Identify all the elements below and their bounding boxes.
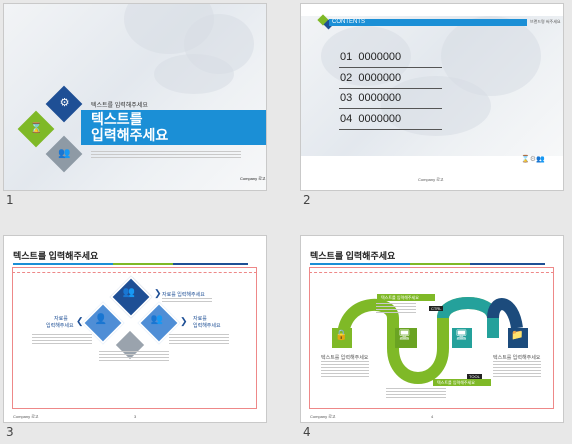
guide-frame [309,267,554,409]
guide-line [12,272,257,273]
slide-title: 텍스트를 입력해주세요 [13,251,99,261]
people-icon: 👥 [122,287,136,298]
slide-title: 텍스트를 입력해주세요 [310,251,396,261]
footer-logo: Company 로고 [13,414,39,419]
slide-thumbnail-4[interactable]: 텍스트를 입력해주세요 🔒 🖥 🖥 📁 텍스트를 입력해주세요 텍스트를 입력해… [301,236,563,422]
company-logo: Company 로고 [240,176,266,181]
slide-number-1: 1 [6,193,14,207]
label-right: 텍스트를 입력해주세요 [493,355,541,361]
toc-item-2: 02 0000000 [340,72,402,84]
desc-lines-right [169,334,229,346]
tag-bottom-label: 텍스트를 입력해주세요 [437,380,475,385]
toc-item-1: 01 0000000 [340,51,402,63]
arrow-right-bottom: ❯ [180,316,188,326]
label-left: 텍스트를 입력해주세요 [321,355,369,361]
badge-tool: TOOL [467,374,482,379]
title-rule-green [113,263,173,265]
background-photo [4,4,266,190]
folder-icon: 📁 [511,330,524,341]
title-band [81,110,266,145]
slide-number-4: 4 [303,425,311,439]
toc-underline-3 [339,108,442,109]
label-right-top: 자료를 입력해주세요 [162,292,205,298]
arrow-left: ❮ [76,316,84,326]
slide-thumbnail-3[interactable]: 텍스트를 입력해주세요 👥 👤 👥 ❯ 자료를 입력해주세요 ❮ 자료를 입력해… [4,236,266,422]
guide-frame [12,267,257,409]
badge-ctrl: CTRL [429,306,444,311]
desc-lines-right [493,361,541,379]
title-rule-navy [173,263,248,265]
screen-icon: 🖥 [455,330,468,341]
label-left-2: 입력해주세요 [46,323,74,329]
footer-logo: Company 로고 [418,177,444,182]
process-wave [332,297,528,384]
desc-lines-left [32,334,92,346]
desc-lines-bottom [99,351,169,363]
title-line-2: 입력해주세요 [91,127,169,143]
subtitle: 텍스트를 입력해주세요 [91,103,148,109]
footer-logo: Company 로고 [310,414,336,419]
body-placeholder [91,151,241,158]
people-icon: 👥 [58,148,71,159]
guide-line [309,272,554,273]
toc-underline-4 [339,129,442,130]
slide-number-3: 3 [6,425,14,439]
gear-icon: ⚙ [59,97,70,109]
label-right-bottom-2: 입력해주세요 [193,323,221,329]
lock-icon: 🔒 [335,330,348,341]
desc-lines-center-bottom [386,388,446,398]
toc-item-3: 03 0000000 [340,92,402,104]
footer-icons: ⌛⚙👥 [521,156,545,163]
contents-header: CONTENTS [332,19,365,25]
label-left-1: 자료를 [54,316,68,322]
background-photo [301,16,563,156]
toc-item-4: 04 0000000 [340,113,402,125]
toc-underline-1 [339,67,442,68]
page-number: 4 [431,414,434,419]
slide-thumbnail-2[interactable]: CONTENTS 브랜드명 써주세요 01 0000000 02 0000000… [301,4,563,190]
title-rule-green [410,263,470,265]
tag-top-label: 텍스트를 입력해주세요 [381,295,419,300]
arrow-right-top: ❯ [154,288,162,298]
brand-name: 브랜드명 써주세요 [530,19,561,24]
desc-lines-top [162,298,212,304]
desc-lines-left [321,361,369,379]
desc-lines-center-top [376,303,416,313]
contents-bar [329,19,527,26]
person-icon: 👤 [94,314,108,325]
title-rule-navy [470,263,545,265]
tag-bottom [433,379,491,386]
slide-number-2: 2 [303,193,311,207]
tag-top [377,294,435,301]
people-icon-2: 👥 [150,314,164,325]
toc-underline-2 [339,88,442,89]
slide-thumbnail-1[interactable]: ⚙ ⌛ 👥 텍스트를 입력해주세요 텍스트를 입력해주세요 Company 로고 [4,4,266,190]
title-rule-blue [13,263,113,265]
monitor-icon: 🖥 [398,330,411,341]
title-line-1: 텍스트를 [91,111,143,127]
label-right-bottom-1: 자료를 [193,316,207,322]
title-rule-blue [310,263,410,265]
hourglass-icon: ⌛ [30,123,43,134]
page-number: 3 [134,414,137,419]
